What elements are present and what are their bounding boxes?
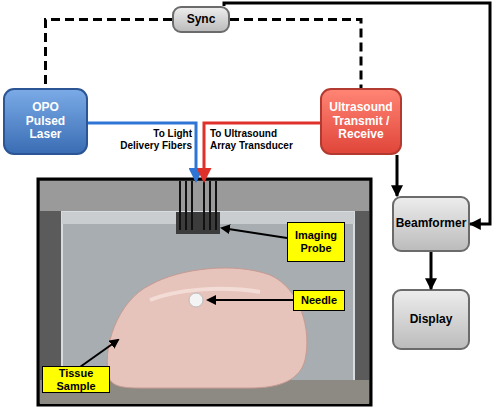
ultrasound-box: Ultrasound Transmit / Receive bbox=[320, 88, 402, 155]
callout-pointer bbox=[208, 299, 293, 301]
signal-arrow bbox=[224, 3, 490, 224]
ultrasound-feed-line bbox=[204, 123, 320, 180]
signal-arrow bbox=[396, 155, 399, 196]
box-text: OPO Pulsed Laser bbox=[13, 101, 78, 142]
tissue-highlight bbox=[150, 289, 260, 300]
signal-label: To Ultrasound Array Transducer bbox=[210, 128, 300, 152]
box-text: Tissue Sample bbox=[46, 367, 106, 392]
sync-dashed-line bbox=[230, 20, 361, 89]
box-text: Beamformer bbox=[396, 217, 467, 231]
light-delivery-fibers bbox=[180, 181, 216, 230]
sync-dashed-line bbox=[46, 20, 173, 89]
light-feed-line bbox=[88, 123, 196, 180]
photo-frame bbox=[38, 179, 371, 405]
sync-box: Sync bbox=[172, 6, 230, 33]
signal-arrow bbox=[430, 252, 433, 289]
box-text: Sync bbox=[187, 13, 216, 27]
tissue-sample-illustration bbox=[107, 268, 307, 388]
callout-pointer bbox=[222, 228, 287, 238]
box-text: Ultrasound Transmit / Receive bbox=[326, 101, 396, 142]
callout-pointer bbox=[80, 340, 118, 367]
box-text: Imaging Probe bbox=[291, 229, 341, 254]
display-box: Display bbox=[392, 289, 470, 350]
water-tank bbox=[62, 212, 354, 392]
box-text: Display bbox=[410, 313, 453, 327]
signal-label: To Light Delivery Fibers bbox=[112, 128, 192, 152]
callout-label: Needle bbox=[293, 290, 345, 311]
needle-illustration bbox=[189, 293, 203, 307]
box-text: Needle bbox=[301, 294, 337, 307]
imaging-probe-illustration bbox=[176, 212, 220, 234]
callout-label: Tissue Sample bbox=[42, 366, 110, 393]
laser-box: OPO Pulsed Laser bbox=[3, 88, 88, 155]
callout-label: Imaging Probe bbox=[287, 222, 345, 262]
beamformer-box: Beamformer bbox=[392, 196, 470, 252]
